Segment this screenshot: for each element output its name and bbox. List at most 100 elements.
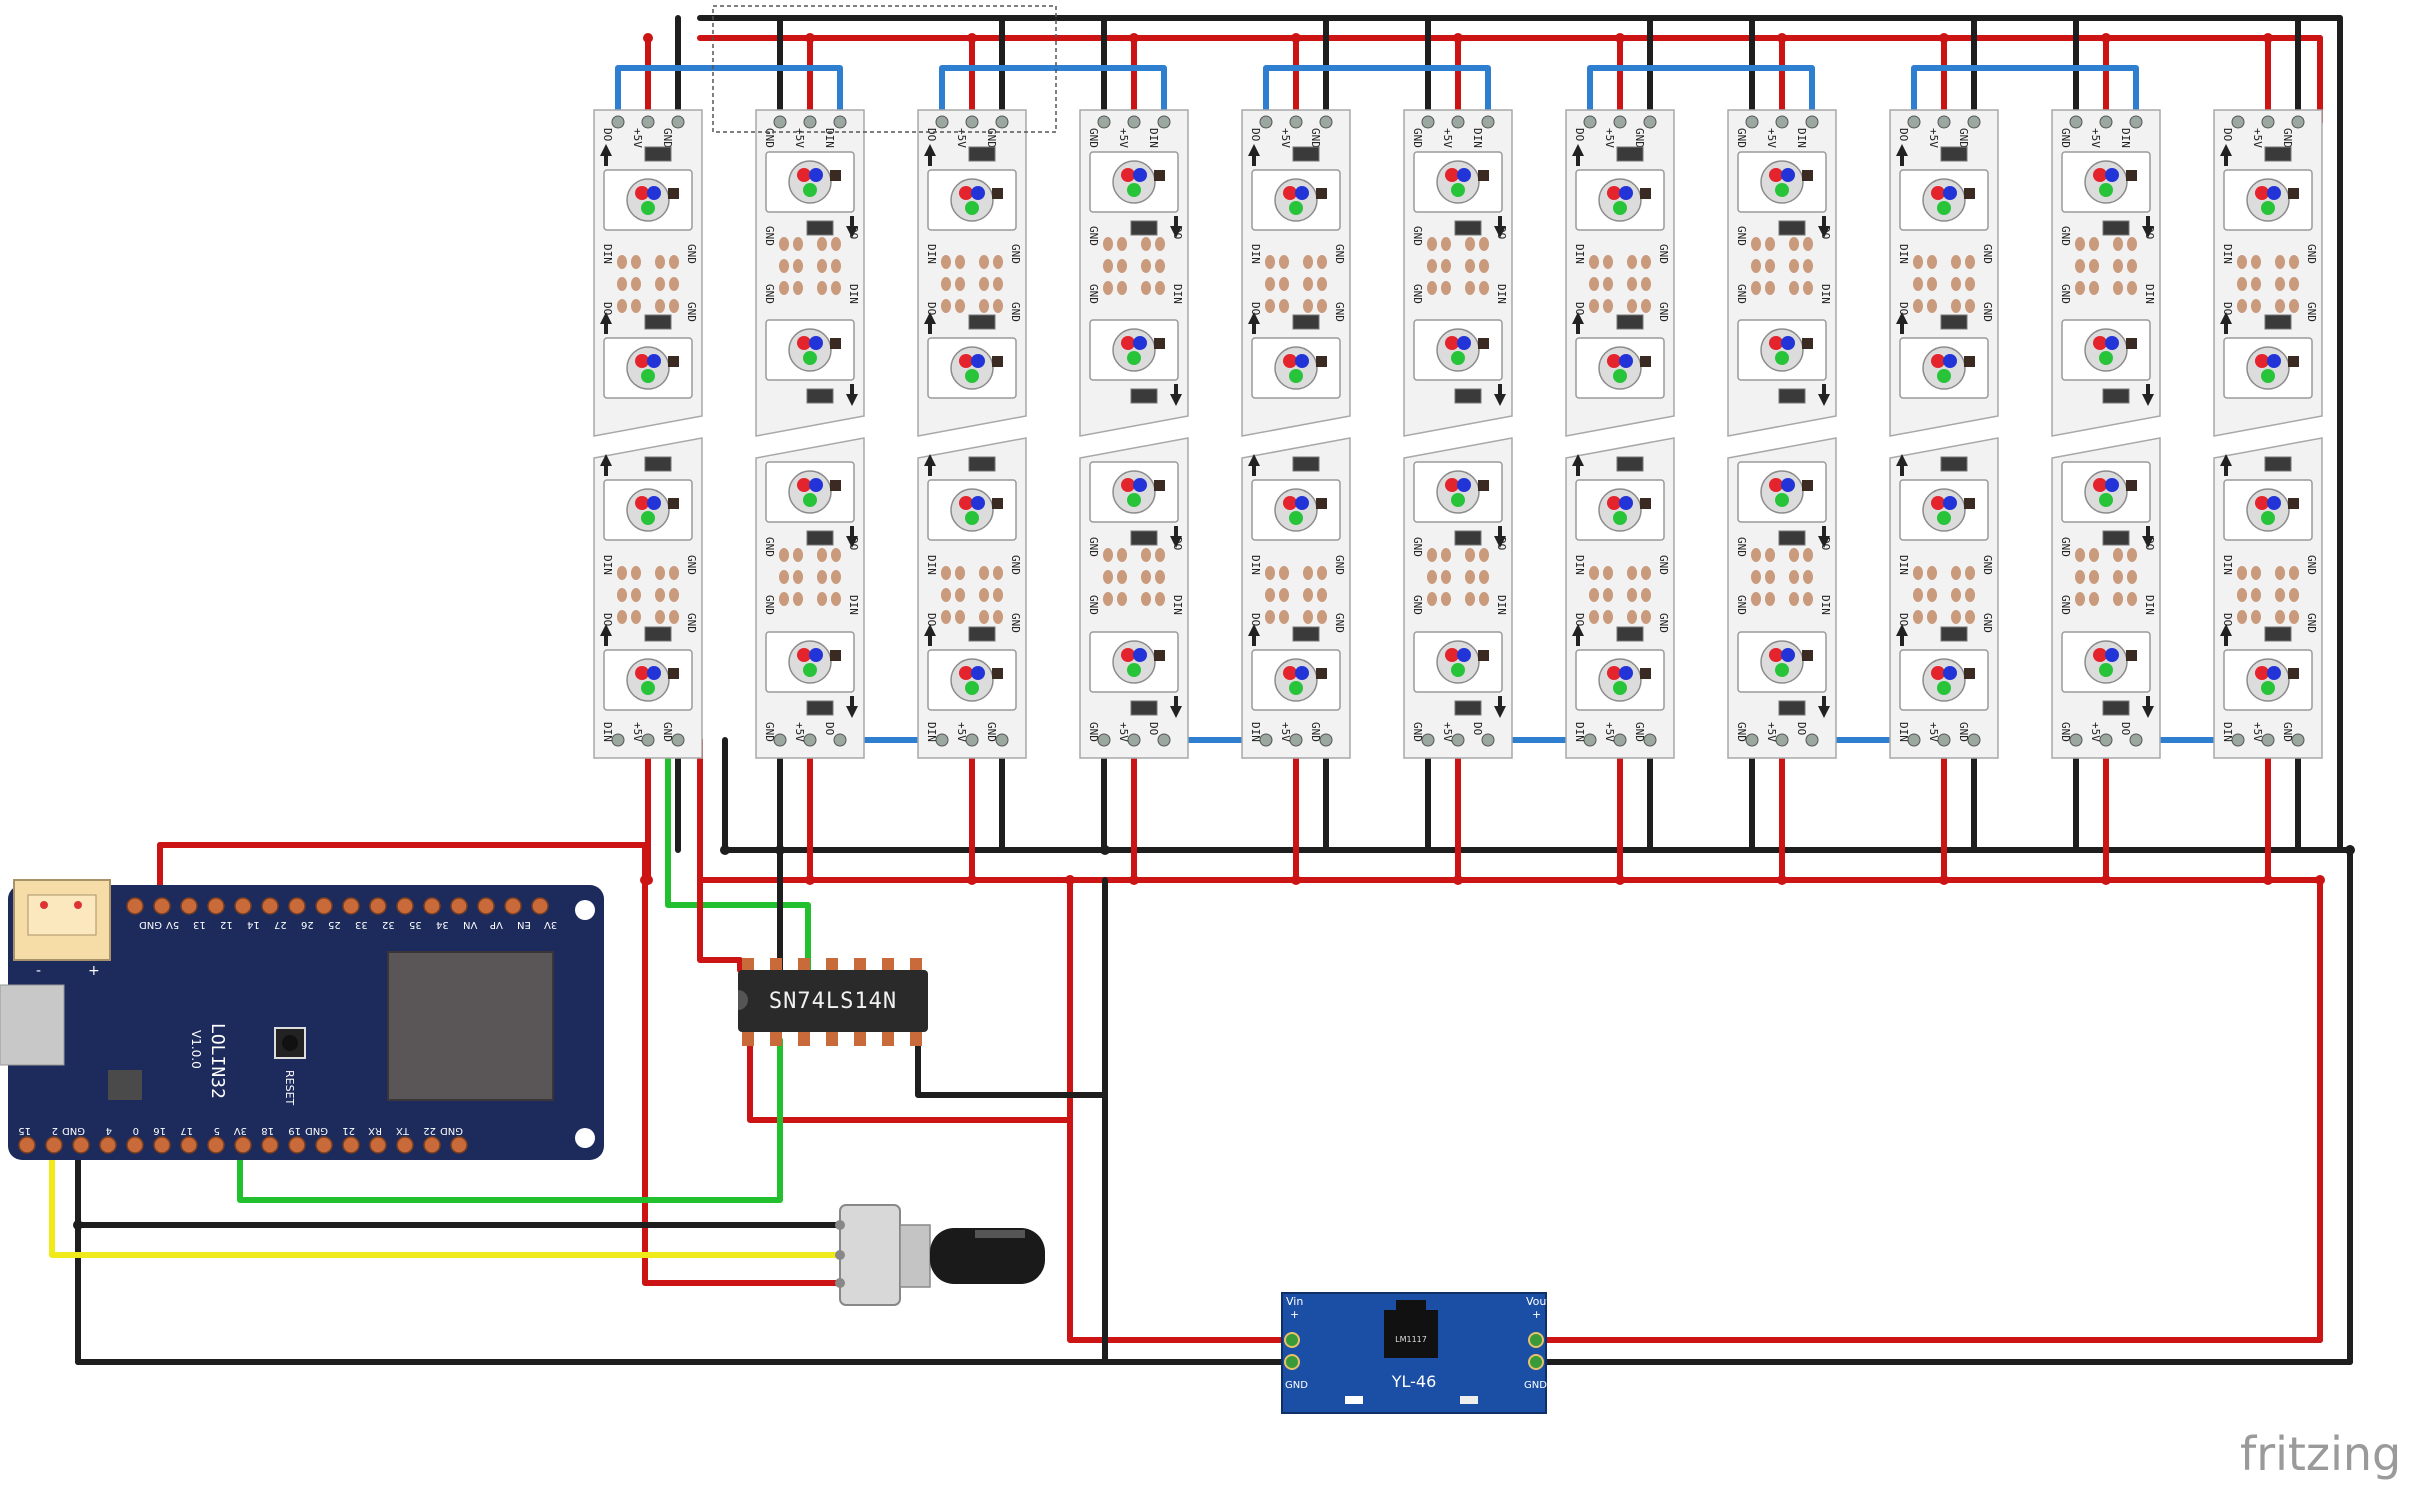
smd-resistor [1292, 146, 1320, 162]
strip-pad [1907, 115, 1921, 129]
smd-resistor [1778, 388, 1806, 404]
solder-pad [1765, 548, 1775, 562]
pin-label: 35 [409, 919, 422, 930]
solder-pad [1103, 237, 1113, 251]
ic-pin [910, 1030, 922, 1046]
strip-pad [2291, 115, 2305, 129]
solder-pad [655, 566, 665, 580]
solder-pad [2127, 237, 2137, 251]
direction-arrow-icon [1818, 384, 1830, 406]
smd-resistor [2102, 530, 2130, 546]
pin-label: GND [1087, 595, 1100, 615]
pin-label: GND [1009, 302, 1022, 322]
solder-pad [1265, 299, 1275, 313]
solder-pad [2075, 570, 2085, 584]
pin-label: GND [1309, 128, 1322, 148]
smd-resistor [1940, 146, 1968, 162]
ic-pin [742, 1030, 754, 1046]
pot-pin [835, 1278, 845, 1288]
smd-resistor [1454, 530, 1482, 546]
rgb-led-icon [950, 178, 1003, 222]
pin-label: GND [1411, 722, 1424, 742]
header-pin [99, 1136, 117, 1154]
strip-pad [671, 733, 685, 747]
wire-junction [1777, 33, 1787, 43]
solder-pad [1141, 259, 1151, 273]
ic-pin [854, 1030, 866, 1046]
solder-pad [617, 299, 627, 313]
led-red [1769, 336, 1783, 350]
solder-pad [2113, 592, 2123, 606]
pin-label: 17 [180, 1125, 193, 1136]
strip-pad [1097, 733, 1111, 747]
solder-pad [1603, 610, 1613, 624]
direction-arrow-icon [1248, 454, 1260, 476]
ic-chip: SN74LS14N [738, 958, 928, 1046]
rgb-led-icon [950, 346, 1003, 390]
pin-label: DO [1495, 537, 1508, 550]
solder-pad [941, 277, 951, 291]
led-green [1613, 369, 1627, 383]
pin-label: +5V [793, 128, 806, 148]
led-blue [1133, 168, 1147, 182]
header-pin [180, 1136, 198, 1154]
led-blue [1781, 648, 1795, 662]
led-red [1283, 496, 1297, 510]
direction-arrow-icon [1572, 454, 1584, 476]
solder-pad [941, 610, 951, 624]
solder-pad [1103, 548, 1113, 562]
strip-pad [1481, 733, 1495, 747]
solder-pad [2089, 548, 2099, 562]
solder-pad [1479, 548, 1489, 562]
rgb-led-icon [1112, 160, 1165, 204]
strip-pad [2099, 115, 2113, 129]
pin-label: GND [685, 613, 698, 633]
solder-pad [955, 610, 965, 624]
solder-pad [979, 588, 989, 602]
board-version: V1.0.0 [189, 1030, 203, 1069]
pin-label: DIN [925, 555, 938, 575]
direction-arrow-icon [2220, 624, 2232, 646]
solder-pad [1603, 255, 1613, 269]
solder-pad [1279, 255, 1289, 269]
solder-pad [1465, 281, 1475, 295]
pin-label: DIN [601, 722, 614, 742]
pin-label: GND [1333, 302, 1346, 322]
pin-label: +5V [1603, 722, 1616, 742]
smd-resistor [1616, 456, 1644, 472]
solder-pad [1951, 588, 1961, 602]
led-blue [971, 354, 985, 368]
pin-label: DIN [601, 244, 614, 264]
direction-arrow-icon [1896, 312, 1908, 334]
smd-resistor [806, 220, 834, 236]
solder-pad [2289, 277, 2299, 291]
led-blue [1457, 168, 1471, 182]
led-green [803, 493, 817, 507]
led-green [2261, 511, 2275, 525]
rgb-led-icon [1598, 658, 1651, 702]
solder-pad [1141, 237, 1151, 251]
led-blue [2267, 354, 2281, 368]
solder-pad [1141, 592, 1151, 606]
regulator-pin [1528, 1332, 1544, 1348]
pin-label: DO [1171, 537, 1184, 550]
strip-pad [1775, 733, 1789, 747]
wire-junction [967, 33, 977, 43]
strip-pad [2069, 115, 2083, 129]
pin-label: GND [985, 722, 998, 742]
header-pin [342, 897, 360, 915]
pin-label: DO [823, 722, 836, 735]
header-pin [342, 1136, 360, 1154]
led-chip [1478, 650, 1489, 661]
pin-label: DIN [925, 722, 938, 742]
strip-pad [995, 733, 1009, 747]
usb-connector [0, 984, 65, 1066]
smd-resistor [1940, 456, 1968, 472]
strip-pad [803, 115, 817, 129]
led-blue [809, 478, 823, 492]
pin-label: GND [763, 128, 776, 148]
wire-junction [1291, 33, 1301, 43]
pin-label: DIN [1897, 722, 1910, 742]
